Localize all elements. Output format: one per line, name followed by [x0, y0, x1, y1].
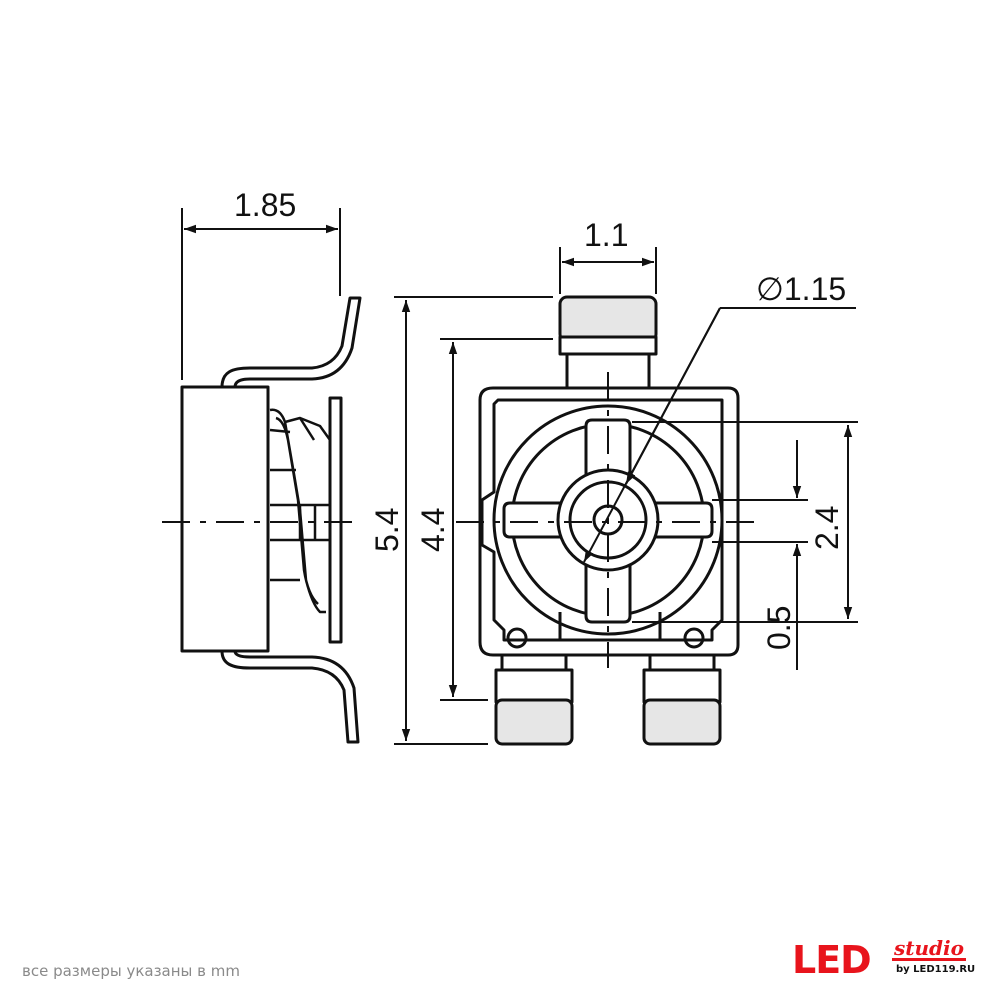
- mount-hole-right: [683, 627, 705, 649]
- dim-width-side: [181, 208, 341, 380]
- side-plate: [328, 396, 343, 644]
- dim-label-width-side: 1.85: [234, 187, 296, 223]
- front-centerlines: [456, 372, 764, 668]
- dim-label-terminal-width: 1.1: [584, 217, 628, 253]
- bottom-left-terminal: [494, 651, 574, 746]
- dim-center-span: [632, 421, 858, 623]
- logo-sub-text: studio: [894, 936, 964, 960]
- dim-label-lens-diameter: ∅1.15: [756, 271, 846, 307]
- side-lead-bottom: [220, 650, 360, 744]
- side-lead-top: [220, 296, 362, 388]
- side-inner-detail: [269, 428, 330, 582]
- front-body-base: [558, 612, 662, 640]
- side-view: [180, 296, 362, 744]
- logo-main-text: LED: [792, 938, 872, 982]
- dim-offset: [712, 440, 808, 670]
- mount-hole-left: [506, 627, 528, 649]
- logo-underline: [892, 958, 966, 961]
- dim-label-body-height: 4.4: [415, 508, 451, 552]
- rotor-outer-ring: [492, 404, 724, 636]
- dim-overall-height: [394, 296, 553, 745]
- brand-logo: LED studio by LED119.RU: [792, 936, 982, 986]
- dim-body-height: [440, 338, 553, 701]
- units-note: все размеры указаны в mm: [22, 962, 240, 980]
- dim-lens-diameter: [583, 307, 856, 563]
- dim-terminal-width: [559, 247, 657, 294]
- dim-label-overall-height: 5.4: [369, 508, 405, 552]
- dim-label-center-span: 2.4: [809, 506, 845, 550]
- dim-label-offset: 0.5: [761, 606, 797, 650]
- logo-by-text: by LED119.RU: [896, 964, 976, 975]
- bottom-right-terminal: [642, 651, 722, 746]
- side-body: [180, 385, 270, 653]
